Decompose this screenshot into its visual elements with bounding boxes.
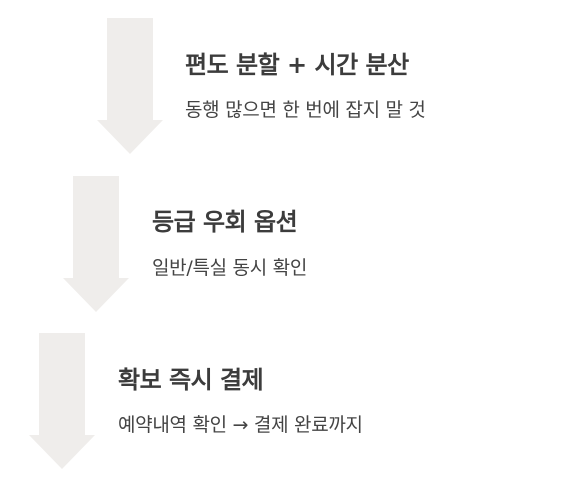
step-description: 일반/특실 동시 확인 bbox=[152, 257, 308, 279]
down-arrow-icon bbox=[63, 176, 129, 312]
step-description: 예약내역 확인 → 결제 완료까지 bbox=[118, 414, 363, 436]
step-title: 편도 분할 + 시간 분산 bbox=[185, 51, 409, 79]
down-arrow-icon bbox=[29, 333, 95, 469]
step-description: 동행 많으면 한 번에 잡지 말 것 bbox=[185, 99, 426, 121]
step-title: 확보 즉시 결제 bbox=[118, 366, 264, 394]
step-title: 등급 우회 옵션 bbox=[152, 208, 298, 236]
down-arrow-icon bbox=[97, 18, 163, 154]
